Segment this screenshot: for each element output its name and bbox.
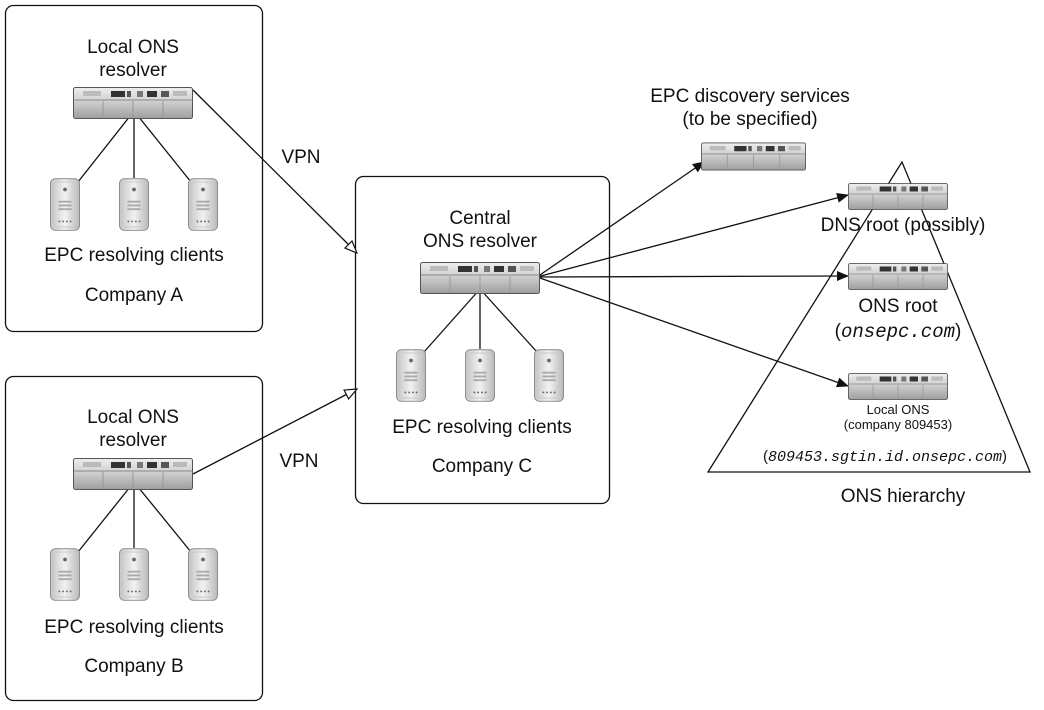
company-a-resolver-label: Local ONS resolver [33, 36, 233, 82]
vpn-link-a [192, 89, 357, 253]
company-a-name-label: Company A [84, 285, 184, 306]
company-a-resolver-line2: resolver [99, 60, 167, 81]
ons-hierarchy-title: ONS hierarchy [840, 486, 966, 507]
company-a-box [4, 4, 264, 333]
local-ons-line2: (company 809453) [843, 417, 953, 432]
company-b-box [4, 375, 264, 702]
dns-root-label: DNS root (possibly) [820, 215, 986, 236]
dns-root-server-icon [848, 183, 948, 210]
vpn-bottom-label: VPN [279, 451, 319, 472]
company-b-resolver-line2: resolver [99, 430, 167, 451]
company-b-client-1-icon [50, 548, 80, 601]
company-c-client-2-icon [465, 349, 495, 402]
company-c-connectors [423, 288, 538, 353]
local-ons-paren-open: ( [762, 448, 768, 465]
central-resolver-server-icon [420, 262, 540, 294]
company-b-client-2-icon [119, 548, 149, 601]
vpn-top-label: VPN [281, 147, 321, 168]
company-c-client-1-icon [396, 349, 426, 402]
local-ons-domain-label: (809453.sgtin.id.onsepc.com) [742, 445, 1028, 469]
company-c-resolver-line1: Central [449, 208, 511, 229]
ons-root-paren-open: ( [834, 321, 841, 342]
discovery-line2: (to be specified) [682, 109, 818, 130]
local-ons-paren-close: ) [1002, 448, 1008, 465]
ons-hierarchy-triangle [706, 160, 1031, 473]
company-c-box [354, 175, 611, 505]
company-b-connectors [77, 481, 192, 553]
company-c-resolver-label: Central ONS resolver [380, 207, 580, 253]
company-b-name-label: Company B [84, 656, 184, 677]
company-c-resolver-line2: ONS resolver [422, 231, 538, 252]
local-ons-line1: Local ONS [866, 402, 930, 417]
company-b-resolver-label: Local ONS resolver [33, 406, 233, 452]
company-c-client-3-icon [534, 349, 564, 402]
local-ons-server-icon [848, 373, 948, 400]
company-a-client-2-icon [119, 178, 149, 231]
local-ons-domain: 809453.sgtin.id.onsepc.com [767, 449, 1003, 466]
company-a-client-3-icon [188, 178, 218, 231]
company-a-connectors [77, 110, 192, 183]
company-c-name-label: Company C [431, 456, 533, 477]
discovery-server-icon [701, 142, 806, 171]
ons-root-paren-close: ) [955, 321, 962, 342]
local-ons-label: Local ONS (company 809453) [830, 402, 966, 432]
company-b-client-3-icon [188, 548, 218, 601]
company-a-client-1-icon [50, 178, 80, 231]
company-b-resolver-line1: Local ONS [87, 407, 179, 428]
company-a-clients-label: EPC resolving clients [44, 245, 224, 266]
company-b-clients-label: EPC resolving clients [44, 617, 224, 638]
vpn-link-b [192, 389, 357, 475]
discovery-line1: EPC discovery services [650, 86, 850, 107]
discovery-label: EPC discovery services (to be specified) [625, 85, 875, 131]
company-b-resolver-server-icon [73, 458, 193, 490]
ons-root-domain: onsepc.com [840, 321, 956, 343]
company-a-resolver-server-icon [73, 87, 193, 119]
company-a-resolver-line1: Local ONS [87, 37, 179, 58]
ons-root-label: ONS root [858, 296, 938, 317]
central-resolver-arrows [536, 161, 849, 388]
ons-root-server-icon [848, 263, 948, 290]
ons-root-domain-label: (onsepc.com) [818, 320, 978, 344]
company-c-clients-label: EPC resolving clients [392, 417, 572, 438]
